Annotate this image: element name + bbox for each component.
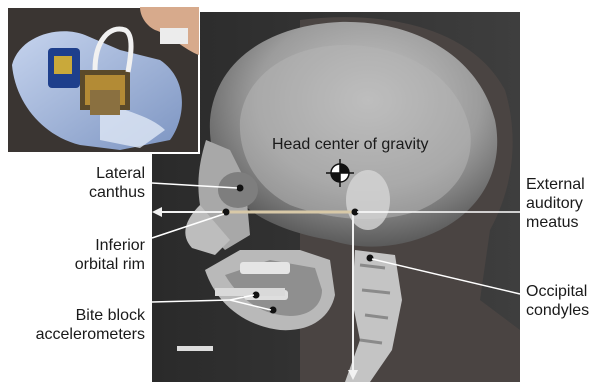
lateral-canthus-dot	[237, 185, 244, 192]
inferior-orbital-rim-label: Inferior orbital rim	[75, 236, 145, 274]
xray-image	[152, 12, 520, 382]
occipital-condyles-label: Occipital condyles	[526, 282, 589, 320]
occipital-condyles-dot	[367, 255, 374, 262]
bite-block-accelerometers-label: Bite block accelerometers	[36, 306, 145, 344]
head-center-of-gravity-label: Head center of gravity	[272, 135, 429, 154]
inset-photo	[7, 7, 199, 153]
lateral-canthus-label: Lateral canthus	[89, 164, 145, 202]
external-auditory-meatus-label: External auditory meatus	[526, 175, 585, 232]
